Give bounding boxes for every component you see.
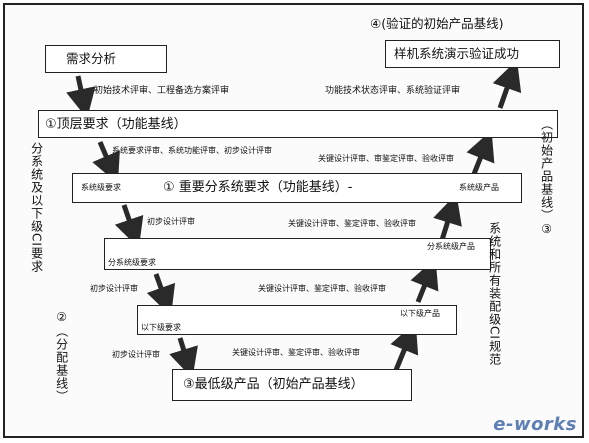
system-level-product-label: 系统级产品 — [459, 183, 499, 192]
top-level-requirements-label: ①顶层要求（功能基线） — [45, 117, 187, 132]
verified-baseline-title: ④(验证的初始产品基线) — [370, 16, 504, 31]
lower-level-product-label: 以下级产品 — [400, 309, 440, 318]
right-side-label: 系统和所有装配级CI规范 — [487, 222, 502, 366]
left-side-label: 分系统及以下级CI要求 — [29, 142, 44, 273]
subsystem-requirements-box: 系统级要求 ① 重要分系统要求（功能基线）- 系统级产品 — [72, 173, 522, 203]
requirements-analysis-label: 需求分析 — [66, 51, 117, 66]
subsystem-level-requirements-label: 分系统级要求 — [108, 258, 156, 267]
important-subsystem-label: ① 重要分系统要求（功能基线）- — [163, 180, 353, 195]
review-left-1: 初始技术评审、工程备选方案评审 — [94, 86, 230, 96]
lower-level-requirements-label: 以下级要求 — [141, 323, 181, 332]
lowest-level-product-box: ③最低级产品（初始产品基线） — [172, 369, 412, 401]
diagram-frame — [3, 3, 584, 438]
left-side-note: ②（分配基线） — [54, 310, 69, 403]
watermark-prefix: e — [493, 414, 506, 435]
review-left-4: 初步设计评审 — [90, 284, 138, 293]
system-level-requirements-label: 系统级要求 — [81, 183, 121, 192]
eworks-watermark: e-works — [493, 414, 577, 435]
prototype-demo-label: 样机系统演示验证成功 — [394, 46, 520, 61]
lower-level-box: 以下级产品 以下级要求 — [137, 305, 457, 335]
lowest-level-product-label: ③最低级产品（初始产品基线） — [183, 377, 364, 392]
requirements-analysis-box: 需求分析 — [45, 45, 167, 73]
subsystem-level-product-label: 分系统级产品 — [427, 242, 475, 251]
prototype-demo-box: 样机系统演示验证成功 — [385, 40, 560, 68]
review-left-3: 初步设计评审 — [147, 217, 195, 226]
review-right-2: 关键设计评审、审鉴定评审、验收评审 — [318, 154, 454, 163]
subsystem-level-box: 分系统级产品 分系统级要求 — [104, 238, 491, 270]
watermark-main: -works — [505, 414, 577, 435]
right-side-note: （初始产品基线）③ — [539, 118, 554, 237]
review-right-5: 关键设计评审、鉴定评审、验收评审 — [232, 348, 360, 357]
review-right-1: 功能技术状态评审、系统验证评审 — [325, 86, 461, 96]
review-left-2: 系统要求评审、系统功能评审、初步设计评审 — [112, 146, 272, 155]
review-right-3: 关键设计评审、鉴定评审、验收评审 — [288, 219, 416, 228]
top-level-requirements-box: ①顶层要求（功能基线） — [38, 110, 558, 138]
review-right-4: 关键设计评审、鉴定评审、验收评审 — [258, 284, 386, 293]
review-left-5: 初步设计评审 — [112, 350, 160, 359]
